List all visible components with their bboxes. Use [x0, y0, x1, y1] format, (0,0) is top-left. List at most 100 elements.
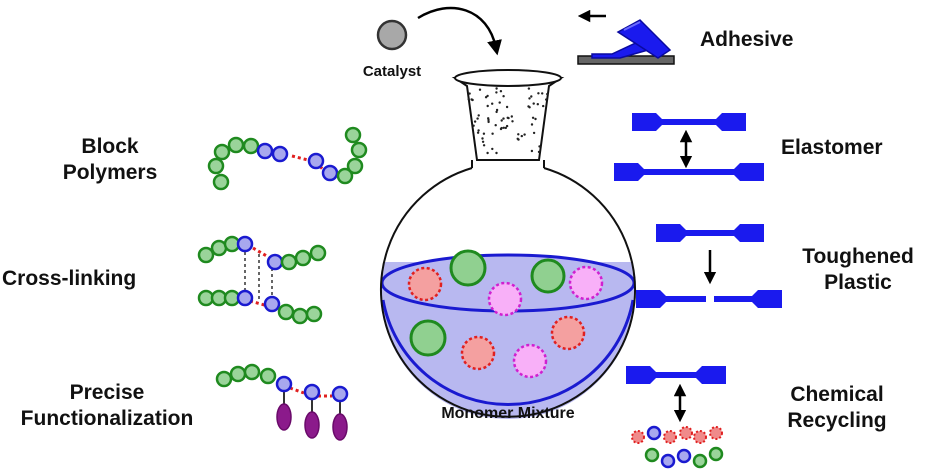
- toughened-plastic-icon: [636, 224, 782, 308]
- monomer-bead: [692, 453, 708, 469]
- speckle: [473, 120, 477, 123]
- label-line: Cross-linking: [2, 267, 137, 290]
- speckle: [499, 127, 503, 131]
- label-line: Plastic: [824, 271, 892, 294]
- speckle: [534, 117, 537, 121]
- speckle: [523, 133, 526, 136]
- speckle: [495, 110, 498, 114]
- speckle: [495, 91, 498, 94]
- monomer-bead: [207, 157, 225, 175]
- speckle: [467, 98, 470, 101]
- monomer-bead: [303, 383, 321, 401]
- label-line: Elastomer: [781, 136, 883, 159]
- speckle: [494, 124, 497, 127]
- label-line: Chemical: [790, 383, 884, 406]
- crosslink-icon: [197, 235, 327, 325]
- monomer-bead: [344, 126, 362, 144]
- speckle: [491, 147, 494, 151]
- monomer-bead: [227, 136, 245, 154]
- monomer-bead: [197, 246, 215, 264]
- speckle: [527, 105, 530, 108]
- flask: [380, 69, 636, 419]
- flask-neck: [471, 160, 545, 168]
- monomer-bead: [263, 295, 281, 313]
- monomer-bead: [663, 430, 677, 444]
- label-elastomer: Elastomer: [781, 135, 883, 161]
- speckle: [495, 87, 498, 90]
- speckle: [477, 129, 480, 132]
- monomer-bead: [646, 425, 662, 441]
- speckle: [486, 104, 489, 108]
- speckle: [531, 116, 535, 120]
- monomer-green: [530, 258, 566, 294]
- speckle: [484, 96, 488, 99]
- speckle: [530, 123, 534, 126]
- label-line: Precise: [69, 381, 145, 404]
- label-adhesive: Adhesive: [700, 27, 793, 53]
- monomer-bead: [280, 253, 298, 271]
- stopper-speckles: [467, 87, 549, 155]
- speckle: [478, 88, 482, 91]
- label-line: Block: [81, 135, 139, 158]
- monomer-bead: [275, 375, 293, 393]
- speckle: [499, 90, 503, 93]
- monomer-bead: [266, 253, 284, 271]
- speckle: [517, 133, 520, 136]
- label-precise-functionalization: Precise Functionalization: [0, 380, 214, 432]
- speckle: [472, 124, 475, 127]
- monomer-bead: [215, 370, 233, 388]
- speckle: [502, 126, 505, 129]
- speckle: [487, 120, 490, 124]
- monomer-red: [407, 266, 443, 302]
- monomer-magenta: [568, 265, 604, 301]
- monomer-red: [550, 315, 586, 351]
- liquid-edge: [381, 299, 635, 407]
- speckle: [541, 92, 544, 95]
- speckle: [537, 92, 540, 95]
- speckle: [481, 137, 484, 140]
- catalyst-label: Catalyst: [362, 63, 422, 80]
- functionalization-icon: [215, 363, 349, 441]
- monomer-bead: [236, 235, 254, 253]
- speckle: [527, 87, 531, 90]
- monomer-bead: [277, 303, 295, 321]
- speckle: [482, 144, 486, 147]
- monomer-bead: [631, 430, 645, 444]
- monomer-bead: [243, 363, 261, 381]
- speckle: [468, 92, 471, 95]
- speckle: [516, 137, 519, 140]
- speckle: [536, 103, 539, 106]
- catalyst-arrow: [417, 6, 502, 56]
- flask-stopper-top: [454, 69, 562, 87]
- monomer-magenta: [512, 343, 548, 379]
- label-line: Functionalization: [20, 407, 194, 430]
- monomer-bead: [213, 143, 231, 161]
- speckle: [502, 95, 505, 98]
- monomer-bead: [271, 145, 289, 163]
- speckle: [482, 132, 486, 135]
- speckle: [495, 151, 498, 155]
- monomer-bead: [331, 385, 349, 403]
- speckle: [546, 92, 549, 96]
- speckle: [486, 151, 489, 155]
- speckle: [506, 116, 509, 120]
- flask-body: [380, 167, 636, 418]
- label-line: Toughened: [802, 245, 914, 268]
- speckle: [545, 98, 548, 101]
- speckle: [520, 134, 523, 138]
- monomer-bead: [660, 453, 676, 469]
- speckle: [511, 120, 514, 123]
- speckle: [532, 102, 535, 105]
- speckle: [491, 132, 494, 135]
- speckle: [476, 131, 480, 134]
- monomer-bead: [693, 430, 707, 444]
- monomer-bead: [212, 173, 230, 191]
- monomer-bead: [350, 141, 368, 159]
- monomer-bead: [307, 152, 325, 170]
- speckle: [498, 101, 501, 104]
- monomer-bead: [679, 426, 693, 440]
- monomer-bead: [676, 448, 692, 464]
- recycling-icon: [626, 366, 726, 469]
- speckle: [502, 117, 505, 120]
- speckle: [530, 95, 533, 98]
